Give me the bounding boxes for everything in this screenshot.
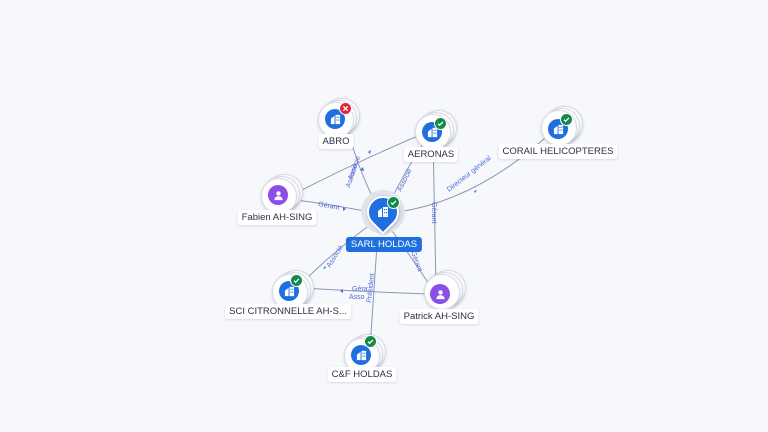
check-icon	[560, 113, 573, 126]
edge-label-patrick-sci-gera: Géra	[352, 286, 368, 293]
node-aeronas[interactable]: AERONAS	[403, 108, 465, 164]
check-icon	[364, 335, 377, 348]
building-icon	[374, 203, 392, 221]
edge-center-cf	[369, 244, 378, 349]
node-label: ABRO	[318, 134, 354, 149]
arrow-aeronas-fabien	[368, 150, 371, 154]
person-icon	[430, 284, 450, 304]
building-icon	[325, 109, 345, 129]
node-patrick-ah-sing[interactable]: Patrick AH-SING	[399, 268, 479, 324]
edge-label-patrick-sci-asso: Asso	[349, 294, 365, 301]
node-label: Patrick AH-SING	[399, 309, 479, 324]
node-sci-citronnelle[interactable]: SCI CITRONNELLE AH-S...	[225, 268, 351, 324]
edge-label-aeronas-patrick: Gérant	[430, 202, 437, 223]
edge-label-patrick: Gérant	[409, 250, 423, 273]
node-label: AERONAS	[403, 147, 459, 162]
node-corail-helicopteres[interactable]: CORAIL HELICOPTERES	[498, 104, 618, 162]
cross-icon	[339, 102, 352, 115]
edge-label-cf: Président	[366, 273, 376, 303]
arrow-corail-center	[474, 190, 477, 193]
edge-label-sci: Associé	[326, 244, 345, 269]
edge-label-center-aeronas: Associé	[397, 168, 414, 193]
edge-label-fabien-center: Gérant	[318, 201, 340, 212]
check-icon	[434, 117, 447, 130]
node-fabien-ah-sing[interactable]: Fabien AH-SING	[237, 172, 317, 228]
node-label: CORAIL HELICOPTERES	[498, 144, 618, 159]
node-label: SCI CITRONNELLE AH-S...	[225, 304, 351, 319]
arrow-sci-center	[323, 266, 326, 269]
building-icon	[351, 345, 371, 365]
edge-patrick-sci	[301, 287, 429, 295]
node-label: Fabien AH-SING	[237, 210, 317, 225]
node-cf-holdas[interactable]: C&F HOLDAS	[327, 332, 397, 388]
arrow-patrick-sci	[340, 289, 343, 293]
node-abro[interactable]: ABRO	[316, 96, 366, 152]
arrow-abro-center	[360, 167, 364, 171]
arrow-fabien-center	[343, 207, 346, 211]
person-icon	[268, 185, 288, 205]
node-label: SARL HOLDAS	[345, 237, 423, 252]
node-label: C&F HOLDAS	[327, 367, 397, 382]
check-icon	[387, 196, 400, 209]
check-icon	[290, 274, 303, 287]
